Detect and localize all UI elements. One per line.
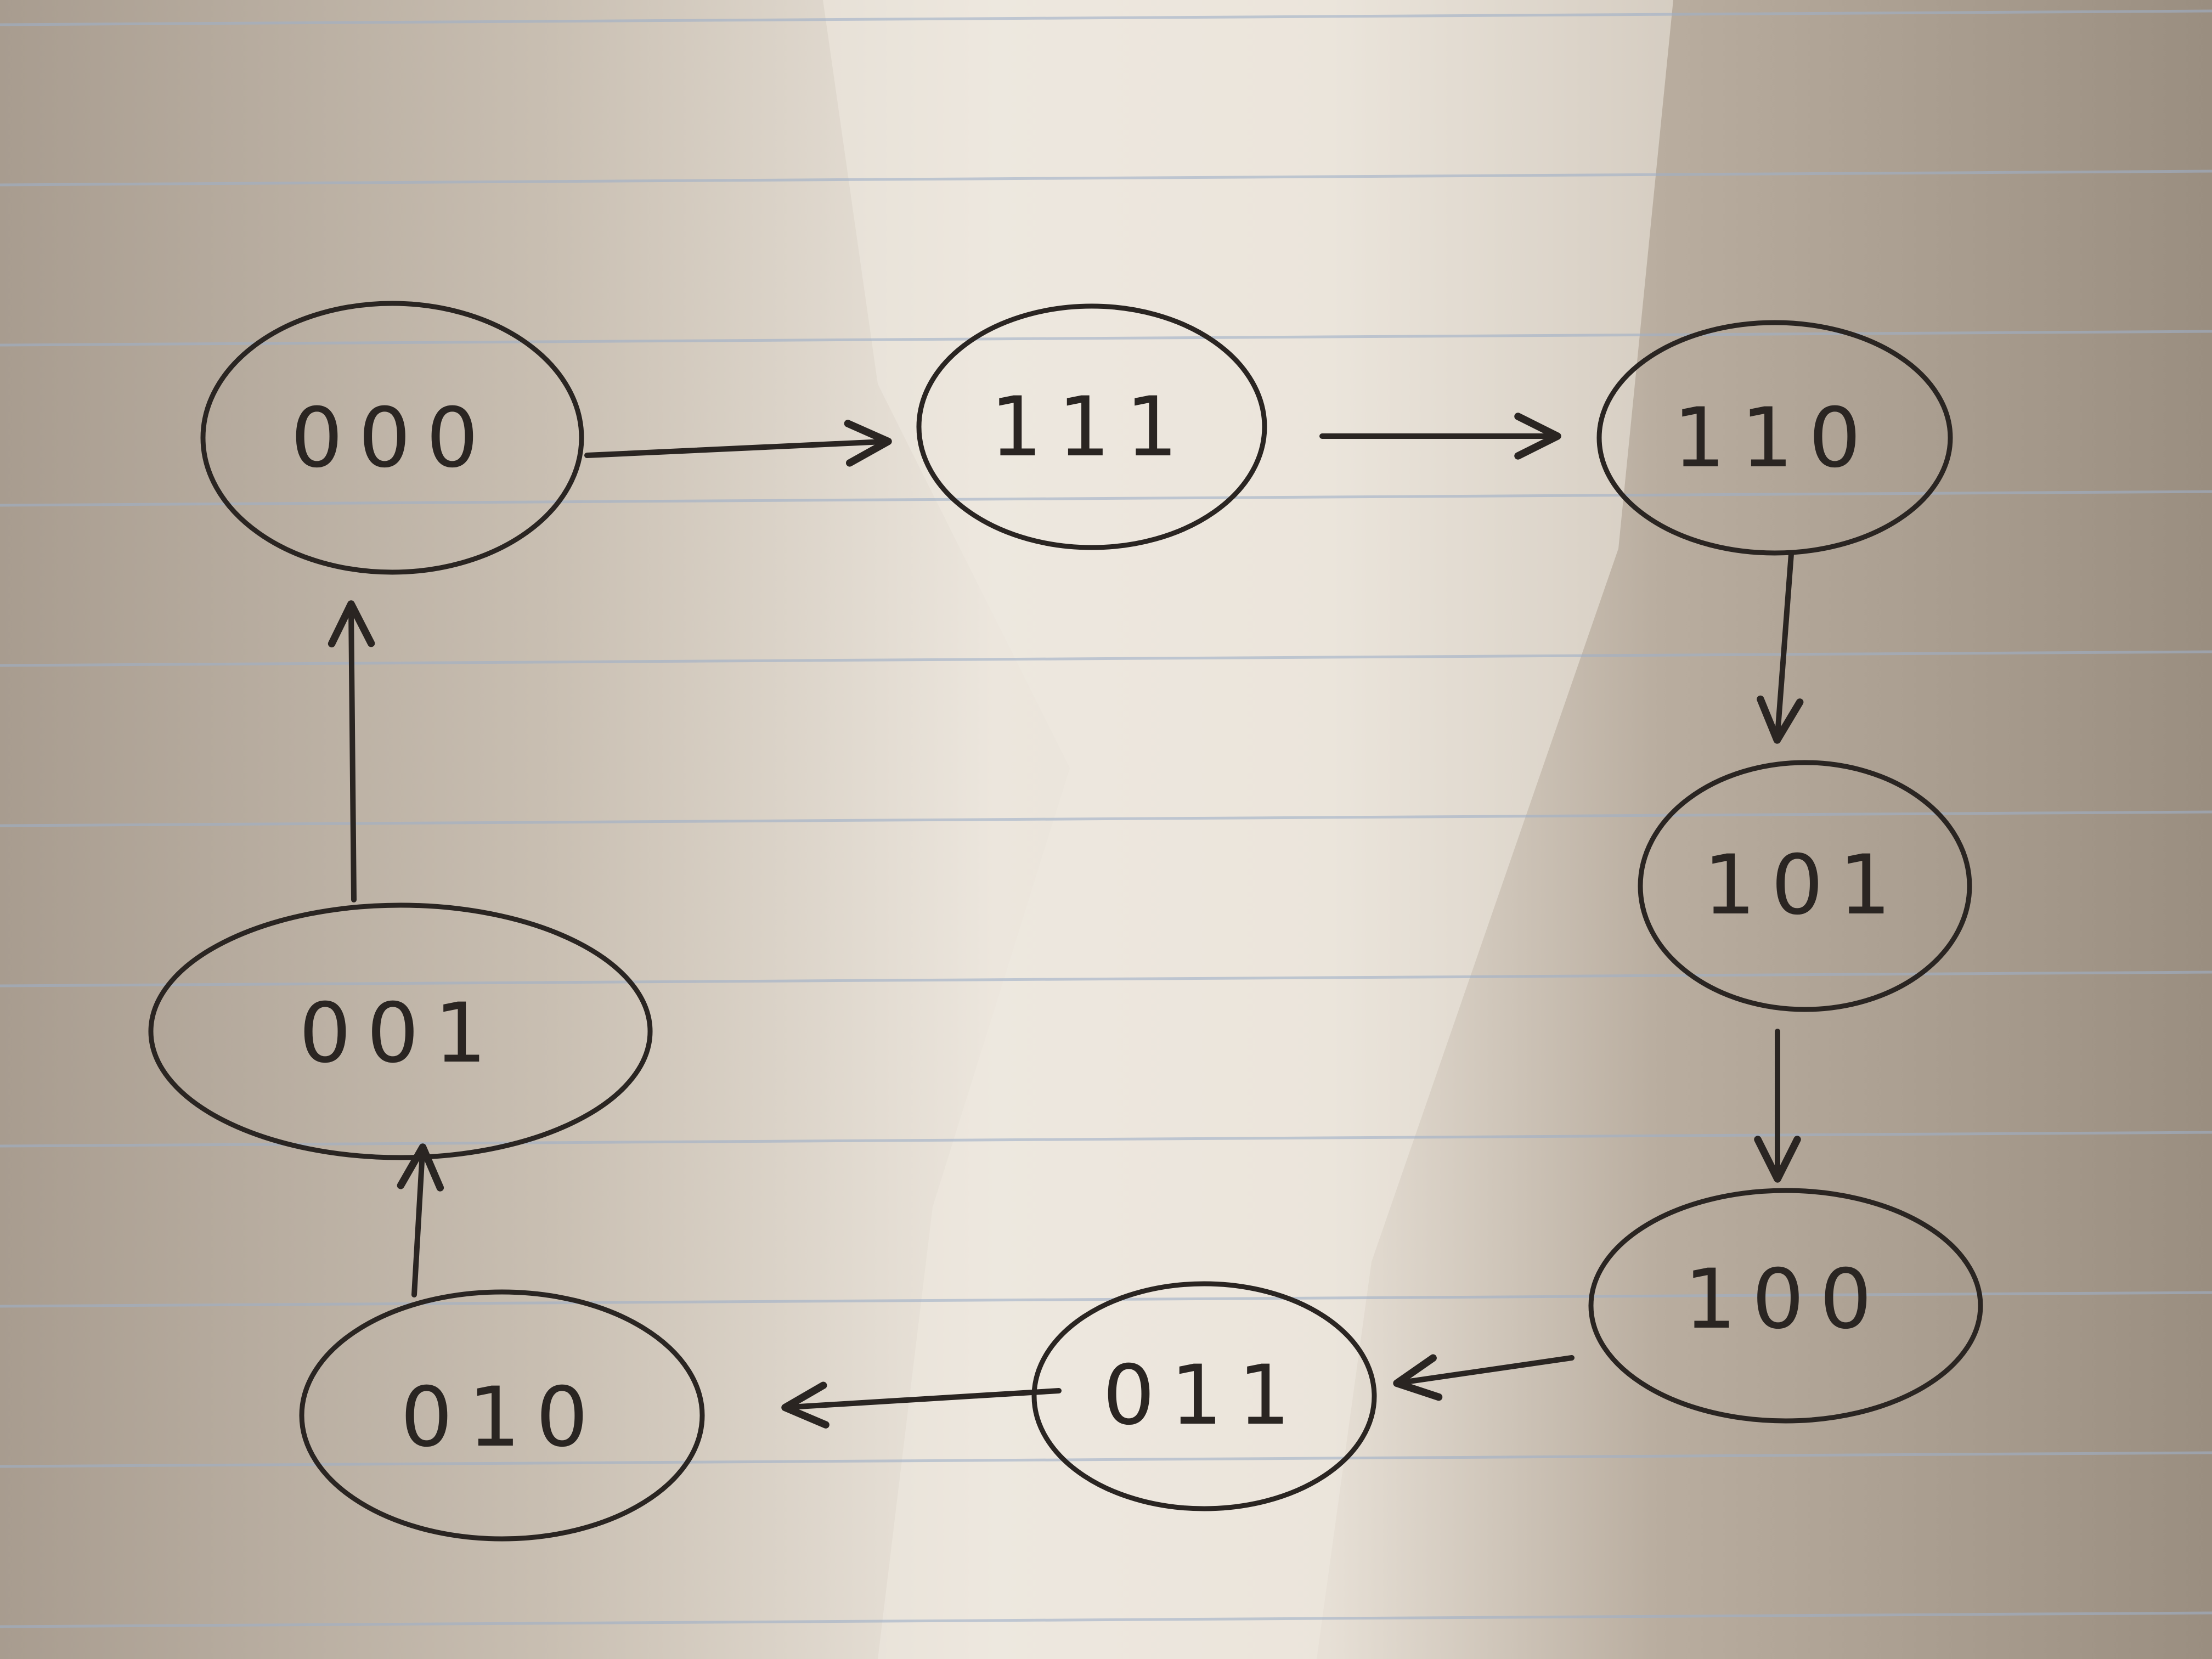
node-ellipse <box>148 902 653 1160</box>
node-ellipse <box>1596 320 1953 556</box>
node-label: 011 <box>1103 1348 1306 1443</box>
ruled-line <box>0 810 2212 827</box>
node-label: 100 <box>1684 1252 1887 1347</box>
node-label: 001 <box>299 986 502 1081</box>
ruled-line <box>0 1611 2212 1628</box>
node-ellipse <box>1031 1281 1377 1511</box>
transition-arrow-000-to-111 <box>584 420 892 467</box>
ruled-line <box>0 650 2212 667</box>
ruled-line <box>0 1451 2212 1468</box>
node-label: 110 <box>1673 391 1876 486</box>
state-node-111: 111 <box>916 303 1267 550</box>
node-ellipse <box>1588 1188 1983 1424</box>
state-node-011: 011 <box>1031 1281 1377 1511</box>
ruled-line <box>0 1131 2212 1148</box>
transition-arrow-010-to-001 <box>397 1143 444 1297</box>
state-node-101: 101 <box>1638 760 1972 1012</box>
node-ellipse <box>299 1289 705 1542</box>
ruled-line <box>0 170 2212 187</box>
node-label: 111 <box>990 380 1193 475</box>
state-node-010: 010 <box>299 1289 705 1542</box>
state-node-110: 110 <box>1596 320 1953 556</box>
transition-arrow-110-to-101 <box>1757 551 1804 744</box>
node-label: 010 <box>400 1370 603 1465</box>
ruled-line <box>0 490 2212 507</box>
state-node-001: 001 <box>148 902 653 1160</box>
ruled-line <box>0 1291 2212 1308</box>
ruled-line <box>0 9 2212 26</box>
ruled-lines <box>0 9 2212 1628</box>
node-ellipse <box>1638 760 1972 1012</box>
transition-arrow-011-to-010 <box>781 1381 1062 1429</box>
node-label: 000 <box>291 391 494 486</box>
state-node-000: 000 <box>200 301 584 575</box>
node-label: 101 <box>1703 838 1906 933</box>
transition-arrow-100-to-011 <box>1393 1354 1575 1401</box>
node-ellipse <box>200 301 584 575</box>
light-streak <box>823 0 1673 1659</box>
node-ellipse <box>916 303 1267 550</box>
transition-arrow-001-to-000 <box>328 600 375 902</box>
state-node-100: 100 <box>1588 1188 1983 1424</box>
edges <box>328 413 1804 1429</box>
ruled-line <box>0 970 2212 988</box>
